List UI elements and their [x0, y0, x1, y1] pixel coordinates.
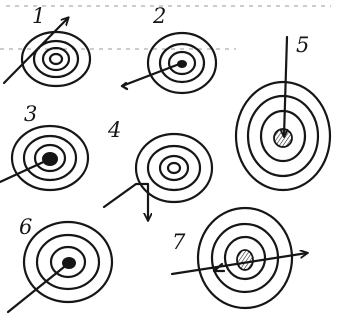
- arrow-4: [104, 184, 148, 220]
- label-4: 4: [107, 118, 121, 142]
- ring-group-3: [0, 126, 88, 190]
- label-6: 6: [19, 215, 32, 239]
- ring-4-middle: [148, 146, 200, 190]
- ring-1-inner: [43, 48, 69, 70]
- ring-group-2: [122, 33, 216, 93]
- ring-1-core: [50, 54, 62, 64]
- ring-4-inner: [160, 156, 188, 180]
- label-3: 3: [24, 102, 37, 126]
- arrow-2: [122, 63, 182, 86]
- ring-group-1: [4, 18, 90, 86]
- label-5: 5: [296, 33, 309, 57]
- label-2: 2: [152, 4, 166, 28]
- label-7: 7: [172, 230, 186, 254]
- label-1: 1: [32, 4, 45, 28]
- ring-group-4: [104, 134, 212, 220]
- ring-group-7: [172, 208, 307, 308]
- ring-4-core: [168, 163, 180, 173]
- ring-group-5: [236, 37, 330, 190]
- arrow-5: [284, 37, 287, 136]
- ring-7-core: [237, 250, 253, 270]
- ring-5-core: [274, 129, 292, 147]
